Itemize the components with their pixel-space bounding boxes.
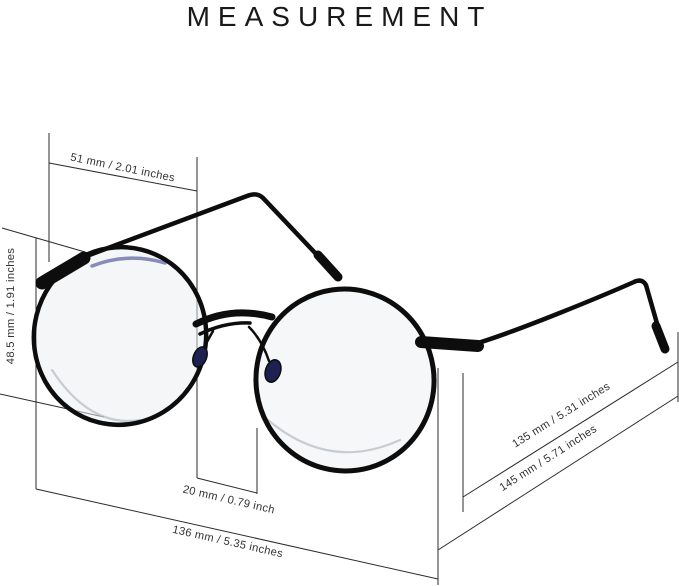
lens-width-dim-line [48, 162, 198, 192]
right-temple-arm [475, 278, 667, 351]
left-lens-glass [33, 247, 207, 425]
right-nose-pad [264, 359, 282, 383]
eyeglasses [31, 192, 670, 474]
right-nose-pad-arm [247, 325, 271, 363]
lens-height-ext-top-line [1, 227, 86, 253]
right-lens-reflection-highlight [266, 418, 402, 454]
left-lens-reflection-highlight [50, 368, 142, 423]
lens-width-label: 51 mm / 2.01 inches [69, 152, 176, 185]
temple-total-length-dim-line [437, 395, 679, 551]
left-endpiece-hinge [35, 251, 91, 290]
right-lens-rim [253, 286, 437, 474]
frame-width-dim-line [35, 488, 439, 580]
right-lens-glass [255, 289, 435, 471]
left-nose-pad-arm [201, 329, 215, 351]
bridge-width-label: 20 mm / 0.79 inch [182, 484, 276, 517]
right-temple-ear-tip [651, 321, 670, 354]
left-nose-pad [192, 346, 208, 368]
right-endpiece-hinge [415, 336, 484, 352]
bridge-dim-line [196, 477, 258, 494]
left-temple-ear-tip [313, 250, 343, 282]
left-temple-arm [81, 192, 340, 279]
page-title: MEASUREMENT [186, 1, 493, 32]
blue-light-coating-reflection [90, 256, 167, 268]
bridge-pad-bracket [198, 321, 252, 336]
frame-metal [31, 192, 670, 474]
bridge-bar [192, 309, 276, 328]
temple-length-label: 135 mm / 5.31 inches [510, 380, 612, 450]
frame-width-label: 136 mm / 5.35 inches [171, 524, 284, 561]
lens-reflections [50, 368, 402, 454]
temple-length-dim-line [462, 361, 679, 498]
lens-height-label: 48.5 mm / 1.91 inches [5, 248, 17, 364]
temple-total-length-label: 145 mm / 5.71 inches [498, 423, 600, 494]
